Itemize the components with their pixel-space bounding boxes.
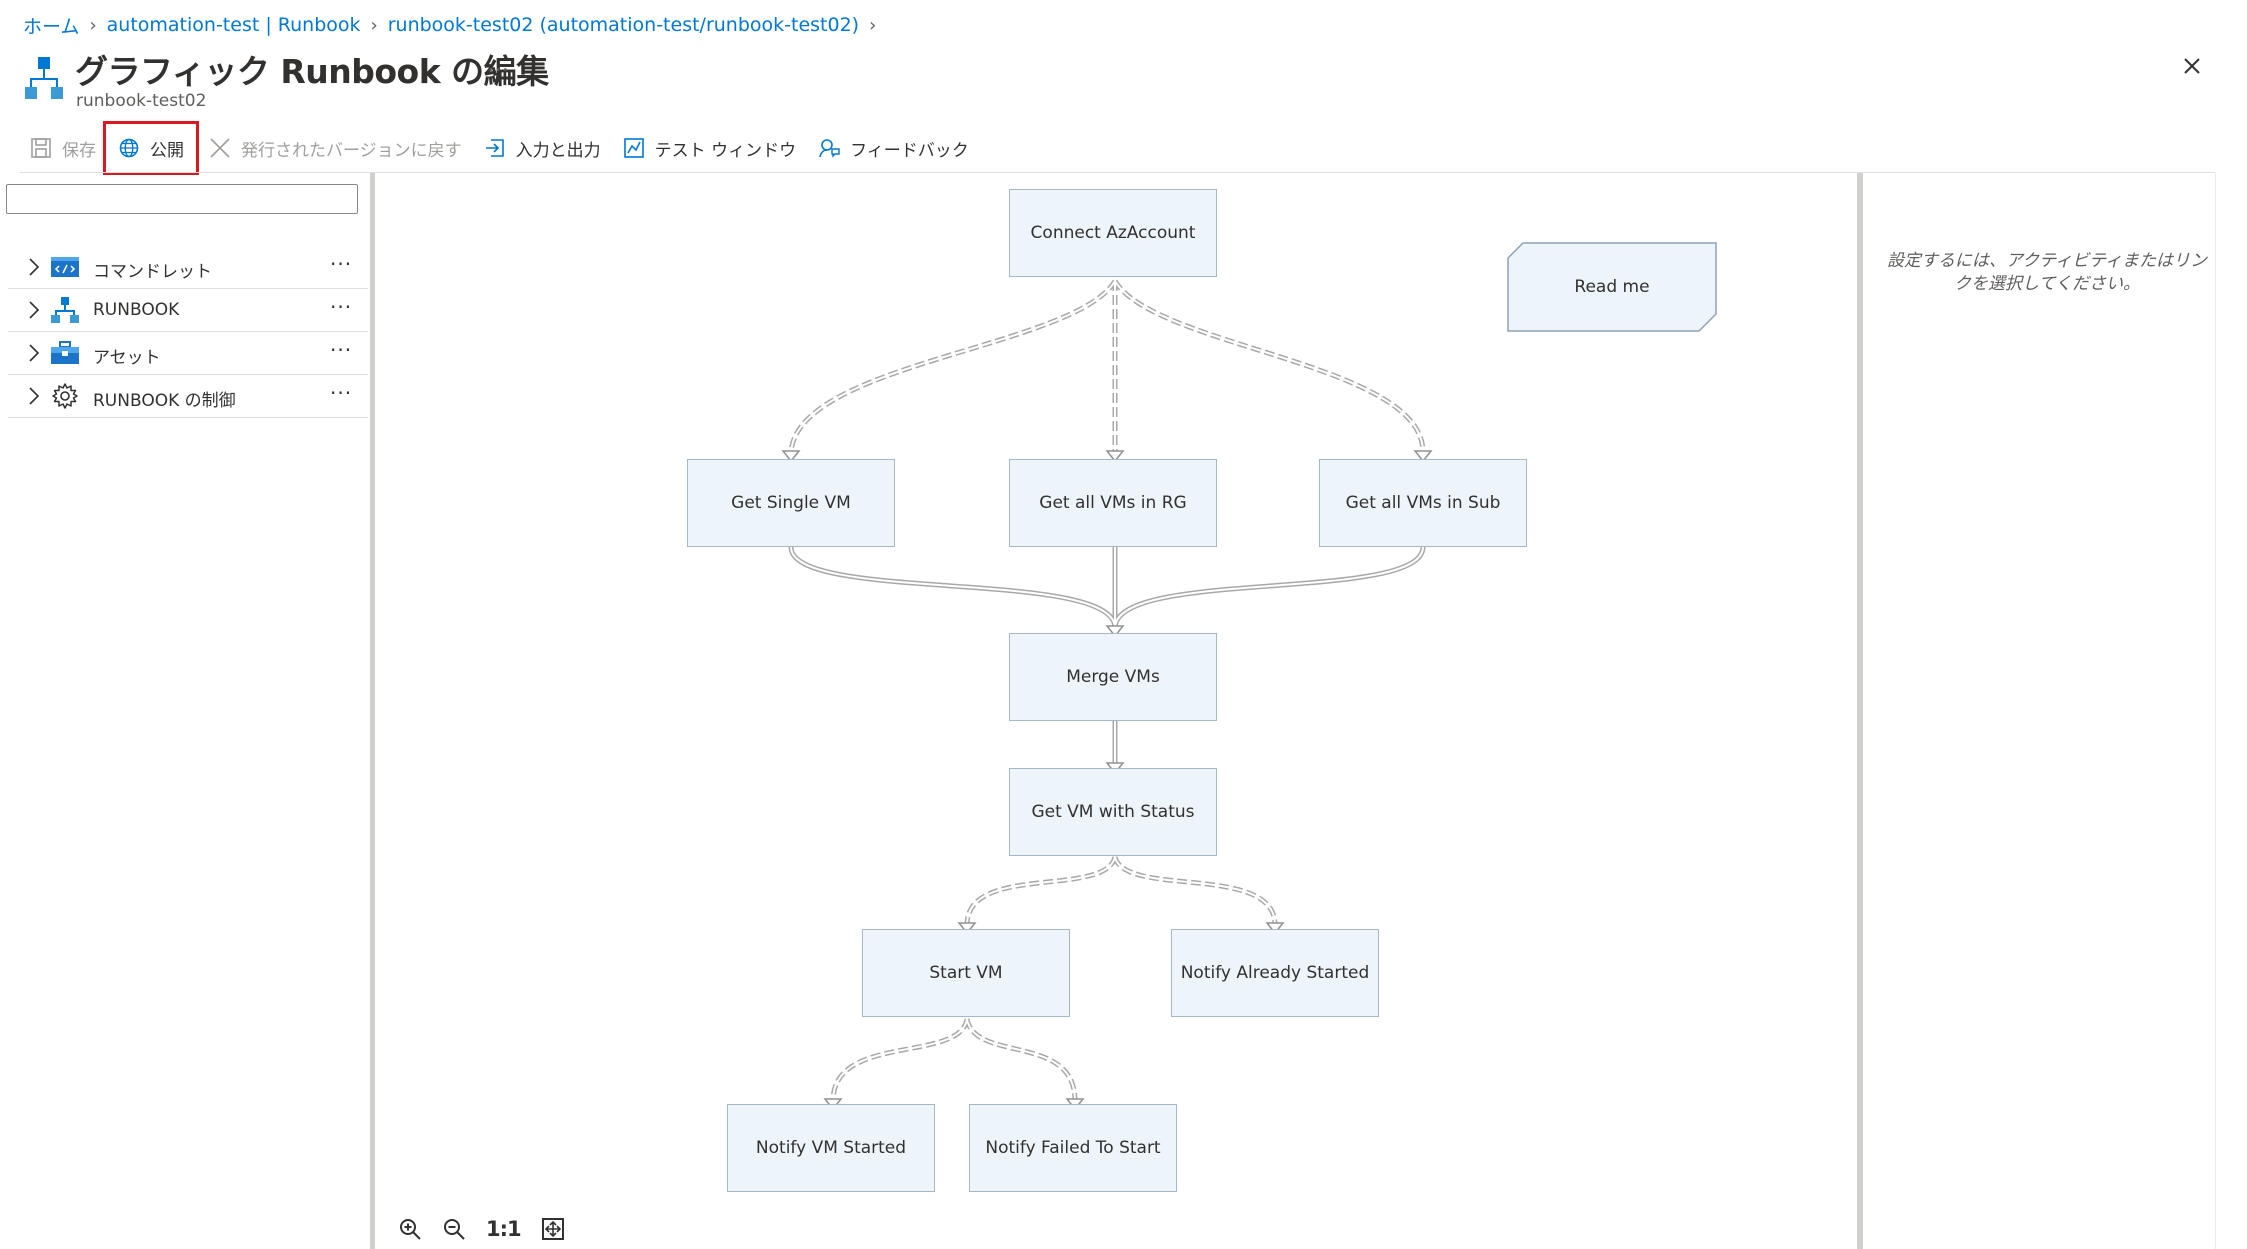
breadcrumb-runbook[interactable]: runbook-test02 (automation-test/runbook-… bbox=[387, 14, 860, 36]
note-label: Read me bbox=[1574, 277, 1650, 297]
runbook-icon bbox=[25, 57, 63, 99]
library-tree: コマンドレット ··· RUNBOOK ··· bbox=[8, 246, 368, 418]
publish-label: 公開 bbox=[150, 140, 184, 161]
link-connect-to-single bbox=[788, 279, 1118, 454]
right-edge-divider bbox=[2215, 173, 2216, 1249]
library-item-more-button[interactable]: ··· bbox=[330, 295, 353, 319]
input-output-button[interactable]: 入力と出力 bbox=[484, 130, 601, 166]
chart-line-icon bbox=[623, 138, 644, 158]
breadcrumb: ホーム › automation-test | Runbook › runboo… bbox=[23, 10, 886, 40]
test-pane-label: テスト ウィンドウ bbox=[654, 140, 797, 161]
cmdlet-icon bbox=[51, 257, 79, 277]
feedback-icon bbox=[819, 139, 840, 158]
test-pane-button[interactable]: テスト ウィンドウ bbox=[623, 130, 796, 166]
activity-notify-already-started[interactable]: Notify Already Started bbox=[1171, 929, 1379, 1017]
activity-connect-azaccount[interactable]: Connect AzAccount bbox=[1009, 189, 1217, 277]
library-item-label: RUNBOOK bbox=[93, 300, 180, 320]
chevron-right-icon bbox=[29, 301, 40, 319]
library-item-label: コマンドレット bbox=[93, 262, 212, 282]
breadcrumb-chevron-icon: › bbox=[869, 14, 877, 36]
library-panel: コマンドレット ··· RUNBOOK ··· bbox=[0, 173, 370, 1249]
chevron-right-icon bbox=[29, 387, 40, 405]
link-status-to-already bbox=[1112, 856, 1278, 926]
publish-button[interactable]: 公開 bbox=[103, 121, 199, 175]
activity-links bbox=[781, 279, 1433, 1111]
revert-label: 発行されたバージョンに戻す bbox=[241, 140, 462, 161]
close-icon[interactable] bbox=[2178, 52, 2206, 80]
library-search-input[interactable] bbox=[6, 184, 358, 214]
library-item-more-button[interactable]: ··· bbox=[330, 252, 353, 276]
activity-start-vm[interactable]: Start VM bbox=[862, 929, 1070, 1017]
activity-notify-failed-to-start[interactable]: Notify Failed To Start bbox=[969, 1104, 1177, 1192]
zoom-in-icon[interactable] bbox=[398, 1217, 422, 1241]
link-connect-to-sub bbox=[1112, 279, 1426, 454]
toolbar: 保存 公開 発行されたバージョンに戻す 入力と出力 bbox=[30, 121, 991, 175]
zoom-toolbar: 1:1 bbox=[398, 1217, 585, 1241]
breadcrumb-chevron-icon: › bbox=[89, 14, 97, 36]
library-item-more-button[interactable]: ··· bbox=[330, 338, 353, 362]
library-item-assets[interactable]: アセット ··· bbox=[8, 332, 368, 375]
page-subtitle: runbook-test02 bbox=[76, 91, 207, 111]
more-options-button[interactable]: … bbox=[487, 52, 509, 77]
chevron-right-icon bbox=[29, 258, 40, 276]
runbook-icon bbox=[51, 297, 79, 323]
link-start-to-failed bbox=[964, 1018, 1078, 1102]
left-splitter[interactable] bbox=[370, 173, 375, 1249]
library-item-cmdlets[interactable]: コマンドレット ··· bbox=[8, 246, 368, 289]
activity-get-all-vms-in-sub[interactable]: Get all VMs in Sub bbox=[1319, 459, 1527, 547]
library-item-more-button[interactable]: ··· bbox=[330, 381, 353, 405]
properties-panel: 設定するには、アクティビティまたはリンクを選択してください。 bbox=[1863, 173, 2215, 1249]
library-item-label: RUNBOOK の制御 bbox=[93, 391, 236, 411]
link-status-to-start bbox=[964, 856, 1118, 926]
activity-get-vm-with-status[interactable]: Get VM with Status bbox=[1009, 768, 1217, 856]
breadcrumb-home[interactable]: ホーム bbox=[23, 15, 80, 38]
toolbar-divider bbox=[20, 172, 2215, 173]
link-start-to-started bbox=[830, 1018, 970, 1102]
activity-get-single-vm[interactable]: Get Single VM bbox=[687, 459, 895, 547]
gear-icon bbox=[52, 383, 78, 409]
link-single-to-merge bbox=[788, 546, 1118, 629]
zoom-out-icon[interactable] bbox=[442, 1217, 466, 1241]
activity-notify-vm-started[interactable]: Notify VM Started bbox=[727, 1104, 935, 1192]
library-item-label: アセット bbox=[93, 348, 161, 368]
runbook-canvas[interactable]: Connect AzAccount Read me Get Single VM … bbox=[375, 173, 1857, 1249]
zoom-reset-button[interactable]: 1:1 bbox=[486, 1217, 522, 1241]
page-title: グラフィック Runbook の編集 bbox=[75, 52, 549, 91]
save-label: 保存 bbox=[62, 140, 96, 161]
save-icon bbox=[31, 138, 51, 158]
input-output-label: 入力と出力 bbox=[515, 140, 601, 161]
note-read-me[interactable] bbox=[1507, 242, 1717, 332]
globe-icon bbox=[119, 138, 139, 158]
asset-icon bbox=[51, 341, 79, 364]
chevron-right-icon bbox=[29, 344, 40, 362]
breadcrumb-chevron-icon: › bbox=[370, 14, 378, 36]
link-sub-to-merge bbox=[1112, 546, 1426, 629]
feedback-label: フィードバック bbox=[850, 140, 969, 161]
feedback-button[interactable]: フィードバック bbox=[818, 130, 969, 166]
library-item-runbook-control[interactable]: RUNBOOK の制御 ··· bbox=[8, 375, 368, 418]
save-button[interactable]: 保存 bbox=[30, 130, 96, 166]
activity-merge-vms[interactable]: Merge VMs bbox=[1009, 633, 1217, 721]
fit-to-screen-icon[interactable] bbox=[541, 1217, 565, 1241]
right-splitter[interactable] bbox=[1857, 173, 1863, 1249]
input-output-icon bbox=[485, 139, 504, 157]
revert-button[interactable]: 発行されたバージョンに戻す bbox=[209, 130, 462, 166]
breadcrumb-automation-account[interactable]: automation-test | Runbook bbox=[106, 14, 361, 36]
revert-x-icon bbox=[210, 138, 230, 158]
activity-get-all-vms-in-rg[interactable]: Get all VMs in RG bbox=[1009, 459, 1217, 547]
properties-hint: 設定するには、アクティビティまたはリンクを選択してください。 bbox=[1886, 251, 2208, 294]
library-item-runbook[interactable]: RUNBOOK ··· bbox=[8, 289, 368, 332]
